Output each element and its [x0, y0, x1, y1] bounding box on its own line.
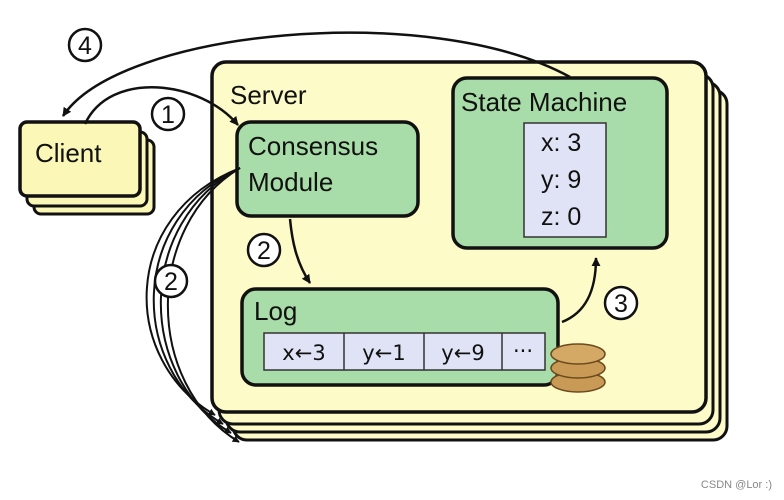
- flow-arrows: [61, 31, 601, 324]
- step-marker-4: 4: [67, 27, 103, 63]
- arrow-log-to-state-machine: [561, 257, 601, 324]
- log-entry: y←9: [441, 341, 484, 365]
- server-title: Server: [230, 80, 307, 110]
- log-entry-ellipsis: ···: [513, 339, 533, 363]
- consensus-module: Consensus Module: [235, 120, 420, 218]
- step-marker-3: 3: [603, 285, 639, 321]
- step-marker-1: 1: [150, 96, 186, 132]
- step-number: 2: [164, 268, 178, 296]
- client-stack: Client: [18, 120, 156, 216]
- state-var-z: z: 0: [541, 203, 581, 231]
- consensus-module-label-line2: Module: [248, 167, 333, 197]
- log-module: Log x←3 y←1 y←9 ···: [240, 287, 560, 387]
- state-machine-title: State Machine: [461, 87, 627, 117]
- state-var-y: y: 9: [541, 166, 581, 194]
- step-number: 2: [257, 237, 271, 265]
- state-variables-table: [523, 122, 607, 238]
- arrow-consensus-to-log: [288, 218, 312, 284]
- arrow-client-to-consensus: [83, 86, 239, 126]
- step-markers: 4 1 2 2 3: [67, 27, 639, 321]
- log-entries-table: [263, 332, 546, 371]
- state-machine: State Machine x: 3 y: 9 z: 0: [451, 76, 669, 250]
- step-number: 4: [78, 32, 92, 60]
- arrow-state-machine-to-client: [61, 31, 571, 117]
- client-box: [18, 120, 142, 198]
- replication-arrow: [166, 167, 241, 443]
- log-entry: y←1: [362, 341, 405, 365]
- log-title: Log: [254, 296, 297, 326]
- step-number: 1: [161, 101, 175, 129]
- consensus-module-label-line1: Consensus: [248, 131, 378, 161]
- watermark: CSDN @Lor :): [701, 479, 772, 491]
- client-label: Client: [35, 138, 102, 168]
- state-var-x: x: 3: [541, 129, 581, 157]
- replication-arrows: [145, 167, 241, 443]
- log-entry: x←3: [282, 341, 325, 365]
- step-marker-2-log: 2: [246, 232, 282, 268]
- storage-coins-icon: [550, 343, 606, 393]
- step-marker-2-replicate: 2: [153, 263, 189, 299]
- step-number: 3: [614, 290, 628, 318]
